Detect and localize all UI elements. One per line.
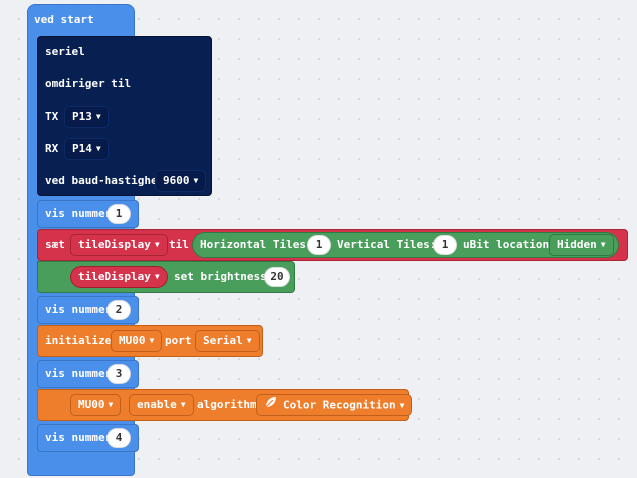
port-label: port	[165, 334, 192, 347]
initialize-device-dropdown[interactable]: MU00▼	[111, 330, 163, 352]
algorithm-label: algorithm	[197, 398, 257, 411]
set-label: sæt	[45, 238, 65, 251]
rx-pin-dropdown[interactable]: P14▼	[64, 138, 109, 160]
number-value-input[interactable]: 1	[107, 204, 131, 224]
chevron-down-icon: ▼	[180, 400, 186, 409]
brightness-variable-name: tileDisplay	[78, 270, 151, 283]
enable-action-value: enable	[137, 398, 177, 411]
tx-pin-dropdown[interactable]: P13▼	[64, 106, 109, 128]
set-brightness-block[interactable]: tileDisplay▼ set brightness 20	[37, 261, 295, 293]
rx-label: RX	[45, 142, 59, 155]
chevron-down-icon: ▼	[154, 240, 160, 249]
tx-label: TX	[45, 110, 59, 123]
redirect-label: omdiriger til	[45, 77, 132, 90]
horizontal-tiles-input[interactable]: 1	[307, 235, 331, 255]
port-value: Serial	[203, 334, 243, 347]
algorithm-value: Color Recognition	[283, 398, 396, 412]
horizontal-tiles-label: Horizontal Tiles:	[200, 238, 313, 251]
show-number-label: vis nummer	[45, 207, 112, 220]
chevron-down-icon: ▼	[154, 272, 160, 281]
enable-device-value: MU00	[78, 398, 105, 411]
show-number-block-3[interactable]: vis nummer 3	[37, 360, 139, 388]
initialize-label: initialize	[45, 334, 112, 347]
chevron-down-icon: ▼	[600, 240, 606, 249]
brightness-value-input[interactable]: 20	[264, 267, 290, 287]
show-number-label: vis nummer	[45, 431, 112, 444]
show-number-label: vis nummer	[45, 367, 112, 380]
variable-dropdown[interactable]: tileDisplay▼	[70, 234, 168, 256]
baud-label: ved baud-hastighed	[45, 174, 165, 187]
chevron-down-icon: ▼	[246, 336, 252, 345]
tx-pin-value: P13	[72, 110, 92, 123]
chevron-down-icon: ▼	[193, 176, 199, 185]
chevron-down-icon: ▼	[95, 112, 101, 121]
enable-action-dropdown[interactable]: enable▼	[129, 394, 194, 416]
enable-algorithm-block[interactable]: MU00▼ enable▼ algorithm Color Recognitio…	[37, 389, 413, 421]
show-number-block-2[interactable]: vis nummer 2	[37, 296, 139, 324]
algorithm-dropdown[interactable]: Color Recognition▼	[256, 394, 413, 416]
ubit-location-label: uBit location:	[463, 238, 556, 251]
number-value-input[interactable]: 3	[107, 364, 131, 384]
tile-display-create-block[interactable]: Horizontal Tiles: 1 Vertical Tiles: 1 uB…	[192, 232, 619, 258]
ubit-location-value: Hidden	[557, 238, 597, 251]
chevron-down-icon: ▼	[399, 400, 405, 410]
leaf-icon	[264, 395, 278, 416]
brightness-variable-dropdown[interactable]: tileDisplay▼	[70, 266, 168, 288]
on-start-label: ved start	[34, 13, 94, 26]
serial-redirect-block[interactable]: seriel omdiriger til TX P13▼ RX P14▼ ved…	[37, 36, 212, 196]
baud-rate-value: 9600	[163, 174, 190, 187]
set-brightness-label: set brightness	[174, 270, 267, 283]
number-value-input[interactable]: 4	[107, 428, 131, 448]
baud-rate-dropdown[interactable]: 9600▼	[155, 170, 207, 192]
number-value-input[interactable]: 2	[107, 300, 131, 320]
show-number-block-1[interactable]: vis nummer 1	[37, 200, 139, 228]
chevron-down-icon: ▼	[95, 144, 101, 153]
port-dropdown[interactable]: Serial▼	[195, 330, 260, 352]
vertical-tiles-input[interactable]: 1	[433, 235, 457, 255]
initialize-device-value: MU00	[119, 334, 146, 347]
show-number-block-4[interactable]: vis nummer 4	[37, 424, 139, 452]
initialize-block[interactable]: initialize MU00▼ port Serial▼	[37, 325, 263, 357]
enable-device-dropdown[interactable]: MU00▼	[70, 394, 122, 416]
to-label: til	[169, 238, 189, 251]
rx-pin-value: P14	[72, 142, 92, 155]
variable-name: tileDisplay	[78, 238, 151, 251]
chevron-down-icon: ▼	[149, 336, 155, 345]
chevron-down-icon: ▼	[108, 400, 114, 409]
vertical-tiles-label: Vertical Tiles:	[337, 238, 437, 251]
serial-label: seriel	[45, 45, 85, 58]
ubit-location-dropdown[interactable]: Hidden▼	[549, 234, 614, 256]
show-number-label: vis nummer	[45, 303, 112, 316]
